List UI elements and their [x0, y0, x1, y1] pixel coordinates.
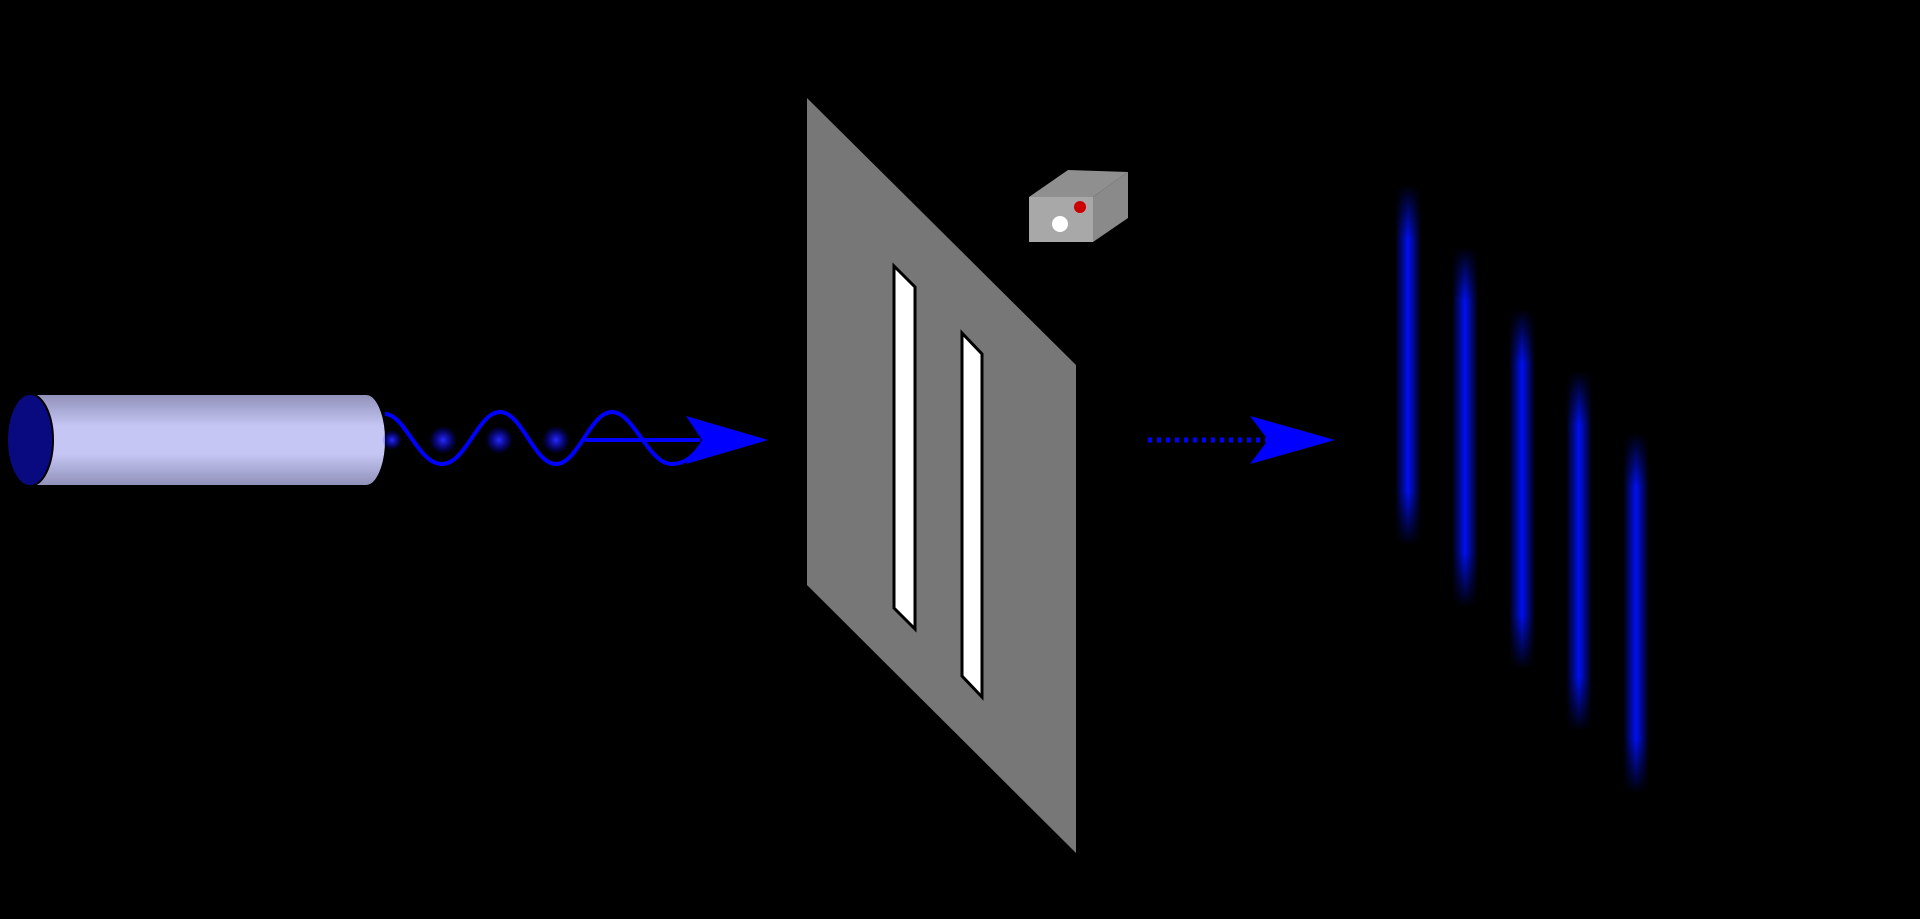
particle-dot	[485, 426, 513, 454]
detector-lens	[1052, 216, 1068, 232]
particle-dot	[382, 430, 402, 450]
interference-band	[1452, 247, 1478, 607]
detector-top	[1029, 170, 1128, 197]
outgoing-arrow-head	[1250, 416, 1335, 464]
slit-right	[960, 329, 984, 701]
interference-band	[1566, 371, 1592, 731]
interference-band	[1623, 433, 1649, 793]
detector-side	[1093, 172, 1128, 242]
source-cylinder-end	[6, 393, 54, 487]
electron-gun-icon	[6, 393, 387, 487]
interference-band	[1509, 309, 1535, 669]
incoming-wave	[384, 409, 708, 467]
barrier-plate	[807, 98, 1076, 853]
interference-screen	[1395, 185, 1649, 793]
source-cylinder-body	[29, 393, 387, 487]
double-slit-barrier	[807, 98, 1076, 853]
particle-dot	[542, 426, 570, 454]
interference-band	[1395, 185, 1421, 545]
incoming-arrow-head	[686, 416, 768, 464]
detector-led	[1074, 201, 1086, 213]
detector-camera-icon	[1029, 170, 1128, 242]
slit-left	[892, 262, 917, 633]
wave-particle-icon	[382, 409, 768, 467]
particle-dot	[429, 426, 457, 454]
outgoing-beam	[1148, 416, 1335, 464]
